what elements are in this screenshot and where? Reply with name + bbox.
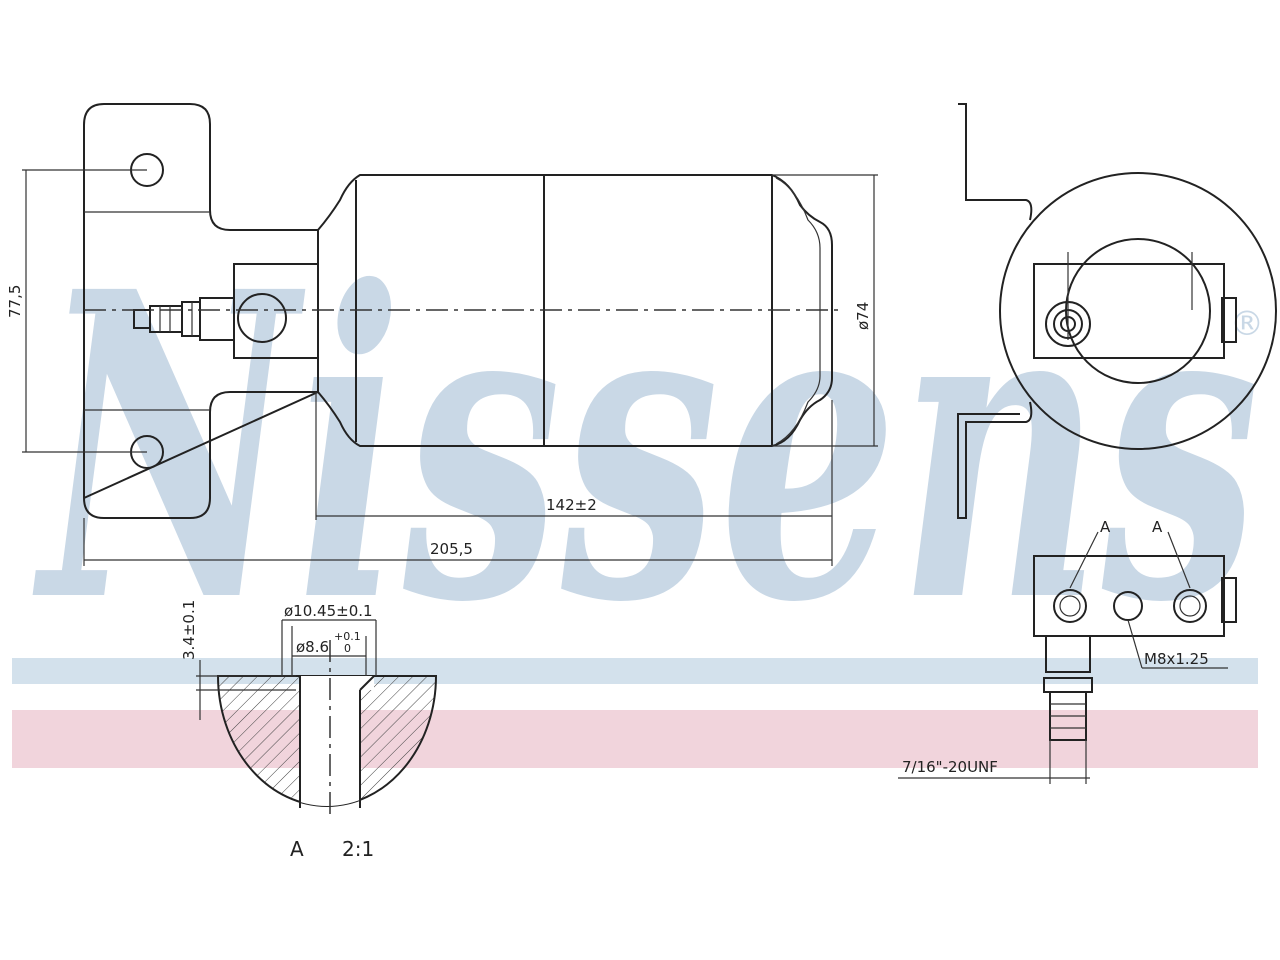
dim-height: 77,5 (6, 285, 24, 318)
section-detail-a: 3.4±0.1 ø10.45±0.1 ø8.6 +0.1 0 A 2:1 (180, 600, 438, 861)
dim-hole-inner-tol-lower: 0 (344, 642, 351, 655)
port-block (1033, 555, 1225, 637)
port-left (1053, 589, 1087, 623)
end-view (957, 103, 1277, 519)
dim-diameter: ø74 (854, 302, 872, 330)
receiver-drier-body (317, 174, 833, 447)
fitting (133, 297, 234, 341)
head-port (237, 293, 287, 343)
dim-depth: 3.4±0.1 (180, 600, 198, 660)
end-view-head (1033, 263, 1225, 359)
port-detail-view: A A M8x1.25 7/16"-20UNF (898, 518, 1237, 784)
detail-label: A (290, 837, 304, 861)
dim-hole-outer: ø10.45±0.1 (284, 602, 373, 620)
dim-body-length: 142±2 (546, 496, 597, 514)
detail-scale: 2:1 (342, 837, 374, 861)
section-mark-2: A (1152, 518, 1163, 536)
section-mark-1: A (1100, 518, 1111, 536)
dim-thread-metric: M8x1.25 (1144, 650, 1209, 668)
side-view: 77,5 ø74 142±2 205,5 (6, 103, 878, 566)
end-view-outer (999, 172, 1277, 450)
mounting-bracket (82, 103, 319, 519)
dim-hole-inner-tol-upper: +0.1 (334, 630, 361, 643)
end-view-bracket (957, 103, 1033, 519)
dim-overall-length: 205,5 (430, 540, 473, 558)
port-right (1173, 589, 1207, 623)
dim-hole-inner: ø8.6 (296, 638, 329, 656)
dim-thread-unf: 7/16"-20UNF (902, 758, 998, 776)
